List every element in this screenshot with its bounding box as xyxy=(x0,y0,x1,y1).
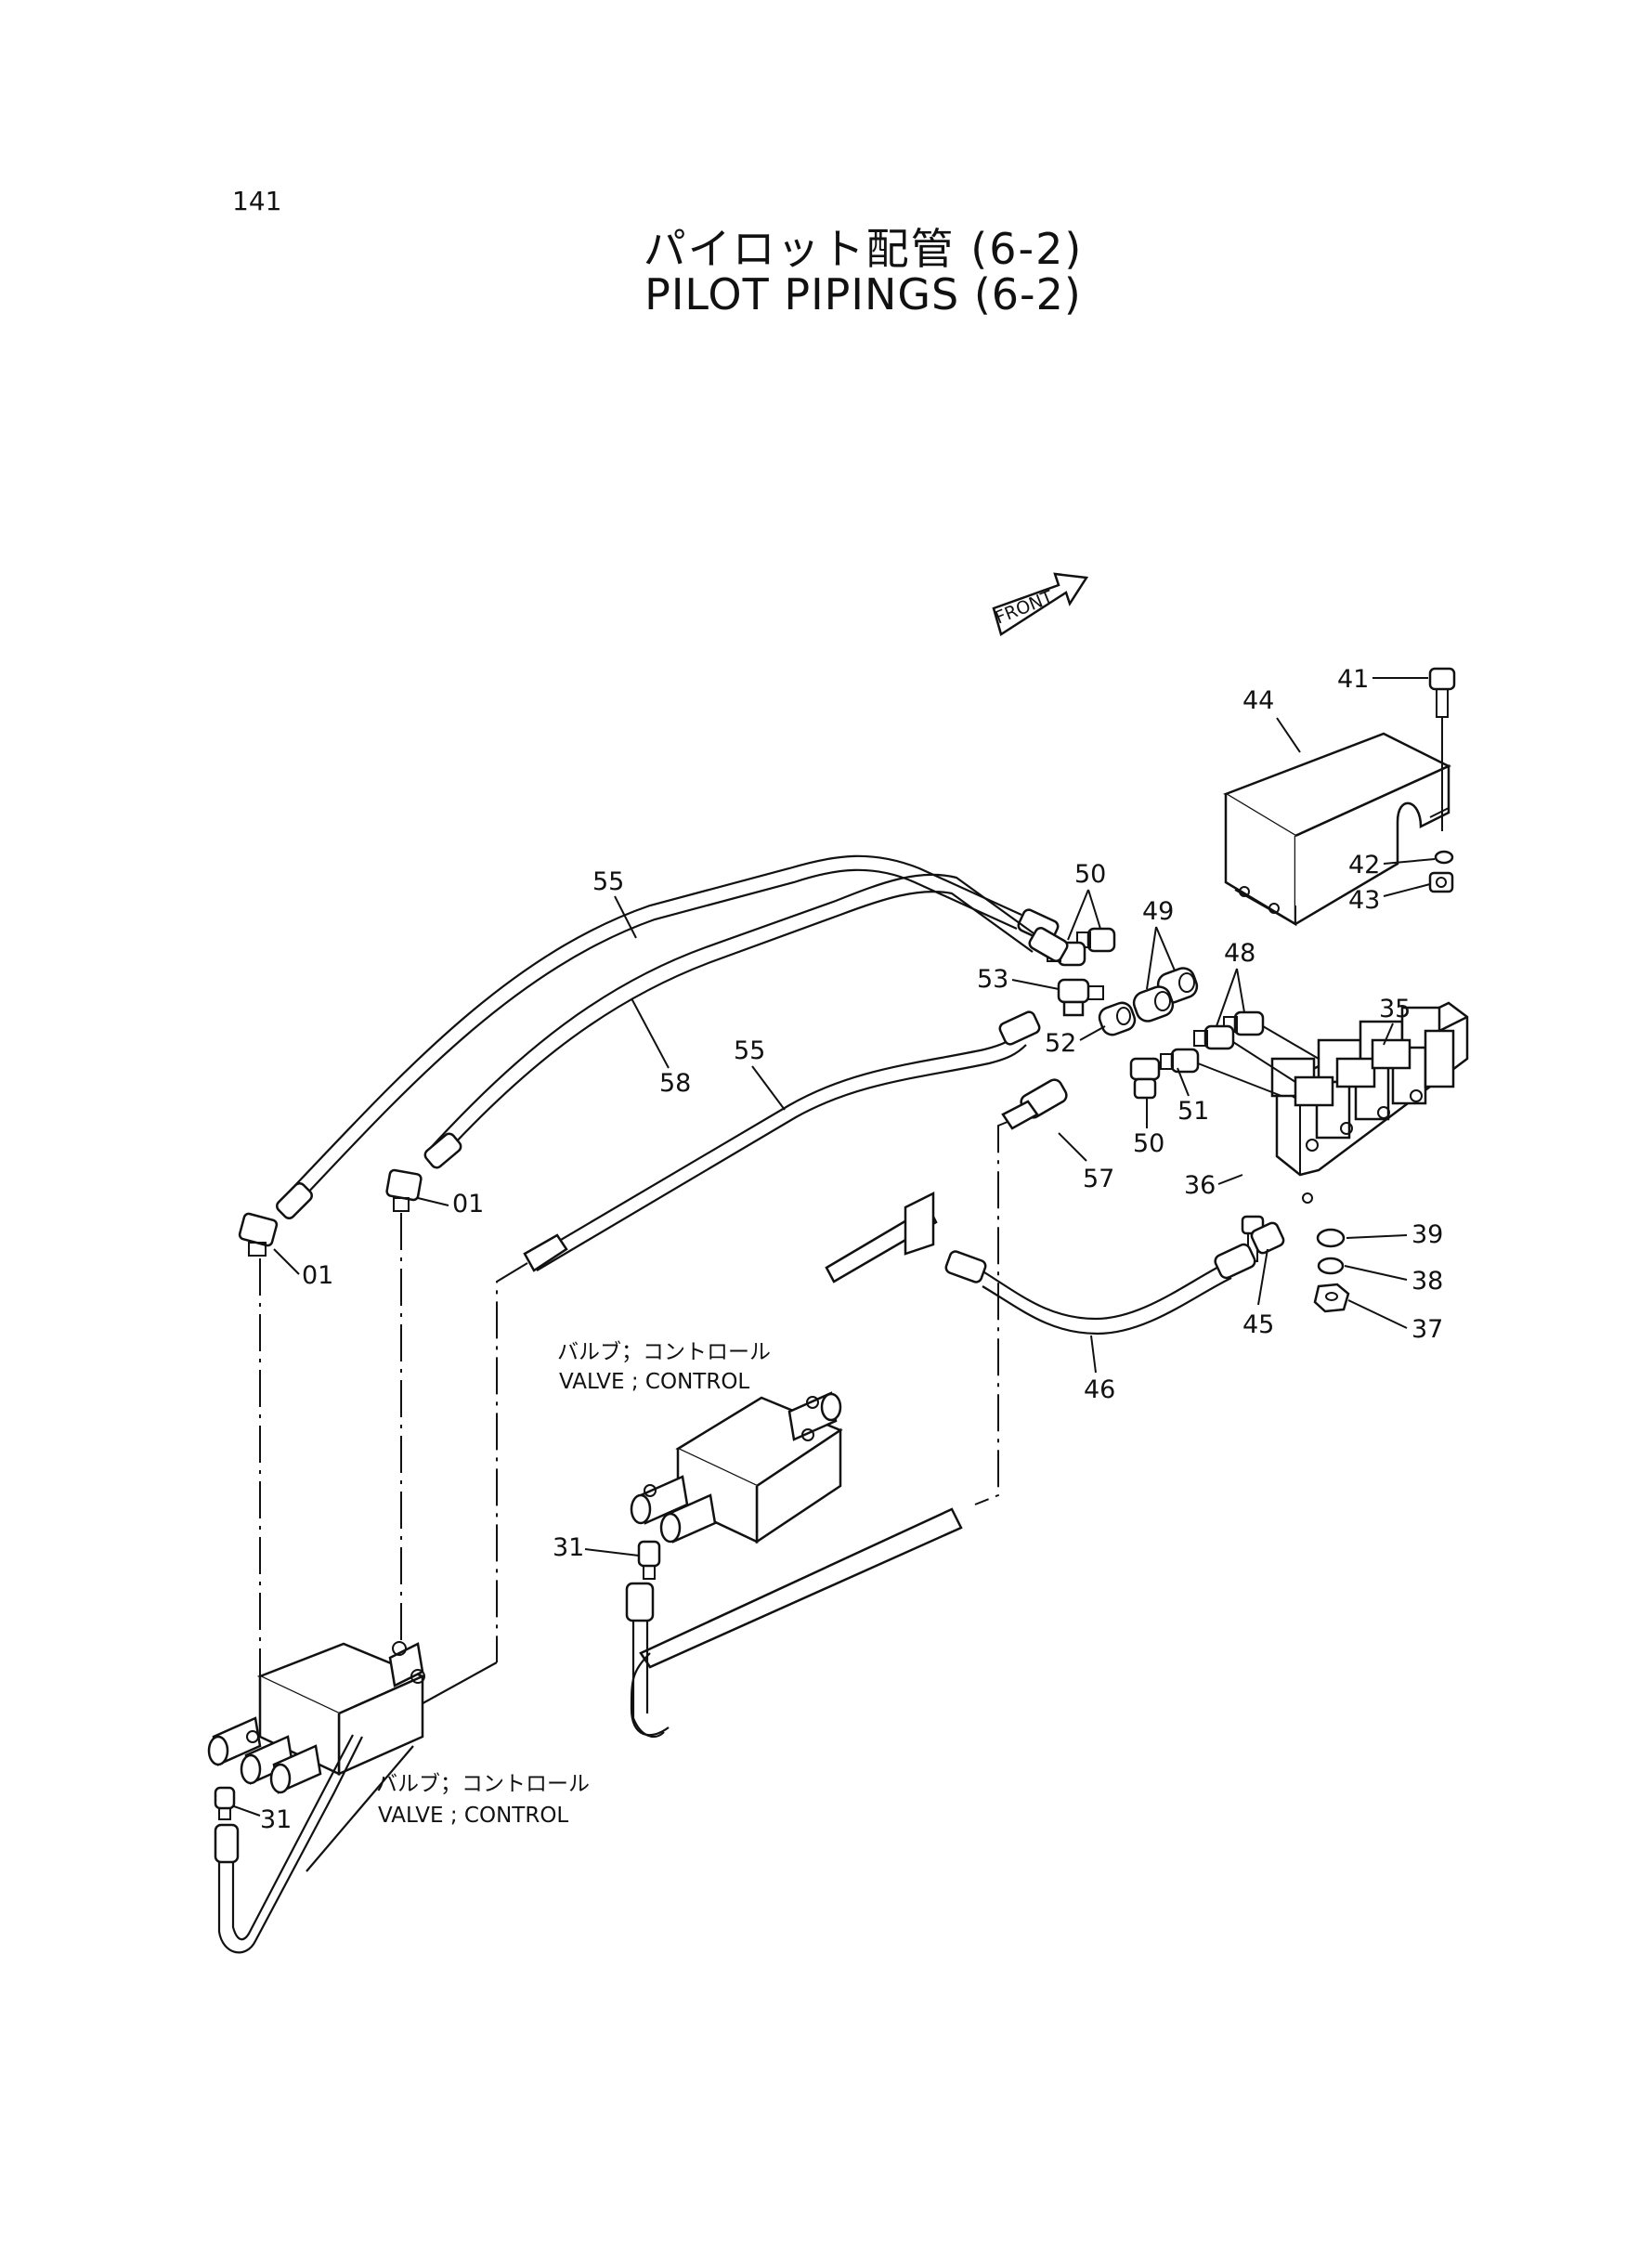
front-label: FRONT xyxy=(993,587,1057,629)
fitting-48-lower xyxy=(1193,1024,1235,1050)
callout-58: 58 xyxy=(659,1069,691,1098)
callout-42: 42 xyxy=(1348,851,1380,879)
caption-valve-upper-jp: バルブ；コントロール xyxy=(557,1340,771,1364)
callout-50-mid: 50 xyxy=(1133,1129,1164,1158)
callout-57: 57 xyxy=(1083,1165,1114,1193)
valve-captions: バルブ；コントロール VALVE ; CONTROL バルブ；コントロール VA… xyxy=(376,1340,771,1828)
elbow-01-left xyxy=(238,1212,279,1257)
callout-48: 48 xyxy=(1224,939,1255,968)
callout-50-top: 50 xyxy=(1074,860,1106,889)
elbow-01-right xyxy=(385,1168,423,1212)
callout-55-mid: 55 xyxy=(734,1036,765,1065)
adapter-49-lower xyxy=(1132,985,1175,1023)
callout-38: 38 xyxy=(1411,1267,1443,1296)
callout-01-right: 01 xyxy=(452,1190,484,1218)
callout-52: 52 xyxy=(1045,1029,1076,1058)
callout-35: 35 xyxy=(1379,995,1411,1023)
callout-31-lower: 31 xyxy=(260,1805,292,1834)
spring-washer-38 xyxy=(1317,1257,1345,1275)
callout-44: 44 xyxy=(1242,686,1274,715)
callout-01-left: 01 xyxy=(302,1261,333,1290)
elbow-53 xyxy=(1057,978,1104,1017)
hose-lower-right xyxy=(625,1507,963,1739)
callout-43: 43 xyxy=(1348,886,1380,915)
hose-58 xyxy=(423,873,1069,1169)
nut-37 xyxy=(1313,1283,1350,1313)
nut-43 xyxy=(1428,871,1454,893)
page-title-japanese: パイロット配管 (6-2) xyxy=(643,224,1084,274)
fitting-51 xyxy=(1160,1048,1200,1074)
callout-31-upper: 31 xyxy=(553,1533,584,1562)
callout-39: 39 xyxy=(1411,1220,1443,1249)
solenoid-valve-block xyxy=(1270,1001,1469,1204)
fitting-31-lower xyxy=(214,1786,236,1820)
page-title-english: PILOT PIPINGS (6-2) xyxy=(644,269,1082,319)
callouts: 41 44 42 43 55 50 49 48 53 35 52 58 55 5… xyxy=(233,665,1443,1834)
control-valve-lower xyxy=(207,1641,426,1794)
callout-45: 45 xyxy=(1242,1310,1274,1339)
callout-51: 51 xyxy=(1177,1097,1209,1126)
callout-37: 37 xyxy=(1411,1315,1443,1344)
caption-valve-lower-jp: バルブ；コントロール xyxy=(376,1772,590,1796)
washer-39 xyxy=(1316,1228,1346,1248)
callout-46: 46 xyxy=(1084,1375,1115,1404)
hose-57 xyxy=(974,1078,1068,1505)
caption-valve-lower-en: VALVE ; CONTROL xyxy=(378,1804,568,1828)
cover-bracket xyxy=(1223,732,1451,927)
front-direction-arrow: FRONT xyxy=(992,572,1089,636)
fitting-50-upper xyxy=(1076,927,1116,953)
control-valve-upper xyxy=(630,1391,843,1544)
caption-valve-upper-en: VALVE ; CONTROL xyxy=(559,1370,749,1394)
callout-41: 41 xyxy=(1337,665,1369,694)
callout-53: 53 xyxy=(977,965,1008,994)
hose-lower-left xyxy=(214,1734,414,1954)
adapter-52 xyxy=(1098,1001,1137,1036)
callout-36: 36 xyxy=(1184,1171,1216,1200)
washer-42 xyxy=(1434,850,1454,865)
bolt-41 xyxy=(1428,667,1456,831)
hose-55-top xyxy=(276,854,1060,1219)
page-number: 141 xyxy=(232,186,282,216)
elbow-50-mid xyxy=(1129,1057,1161,1100)
callout-49: 49 xyxy=(1142,897,1174,926)
callout-55-top: 55 xyxy=(592,867,624,896)
fitting-31-upper xyxy=(637,1540,661,1580)
hose-46 xyxy=(825,1191,1285,1335)
fitting-48-upper xyxy=(1223,1010,1265,1036)
